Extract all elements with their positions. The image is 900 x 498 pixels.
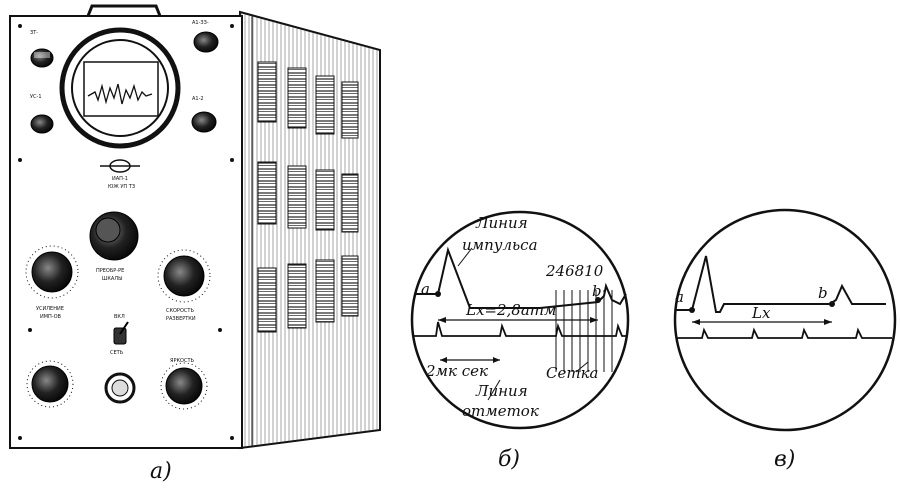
label-point-a-b: a (421, 280, 430, 298)
label-top-left-2: УС-1 (30, 94, 42, 100)
knob-top-right-2 (191, 111, 217, 133)
logo-text-1: ИАП-1 (112, 176, 128, 182)
knob-gain (25, 245, 79, 299)
label-marker-line-2: отметок (462, 402, 539, 420)
oscillogram-c: a b Lx (673, 208, 897, 432)
knob-top-left-2 (30, 114, 54, 134)
label-distance-b: Lx=2,8атм (465, 301, 556, 319)
indicator-lamp (104, 372, 136, 404)
caption-b: б) (498, 447, 520, 472)
point-b-marker-c (829, 301, 835, 307)
label-marker-line-1: Линия (475, 382, 528, 400)
impulse-trace-c (676, 255, 886, 313)
instrument-drawing: ЗТ- УС-1 А1-ЗЗ- А1-2 ИАП-1 ЮЖ УП ТЗ ПРЕО… (9, 4, 381, 450)
logo-text-2: ЮЖ УП ТЗ (108, 184, 135, 190)
label-time-scale: 2мк сек (425, 362, 488, 380)
manufacturer-logo (100, 159, 140, 173)
knob-bottom-left (26, 360, 74, 408)
label-impulse-line-2: импульса (462, 236, 538, 254)
label-point-b-c: b (818, 284, 828, 302)
label-sweep-speed-2: РАЗВЕРТКИ (166, 316, 196, 322)
caption-a: а) (150, 459, 172, 484)
label-scale-converter: ПРЕОБР-РЕ (96, 268, 124, 274)
marker-trace (412, 321, 628, 337)
knob-scale-converter (89, 211, 139, 261)
label-toggle-net: СЕТЬ (110, 350, 124, 356)
label-grid: Сетка (546, 364, 598, 382)
instrument-front-panel: ЗТ- УС-1 А1-ЗЗ- А1-2 ИАП-1 ЮЖ УП ТЗ ПРЕО… (9, 4, 243, 449)
label-top-right-2: А1-2 (192, 96, 204, 102)
knob-brightness (160, 362, 208, 410)
label-point-b-b: b (592, 282, 602, 300)
label-point-a-c: a (675, 288, 684, 306)
label-top-left-1: ЗТ- (30, 30, 38, 36)
oscillogram-b: Линия импульса 246810 a b Lx=2,8атм 2мк … (410, 210, 630, 430)
label-impulse-line-1: Линия (475, 214, 528, 232)
instrument-side-body (239, 10, 381, 450)
label-top-right-1: А1-ЗЗ- (192, 20, 209, 26)
point-b-marker (595, 297, 601, 303)
power-toggle (113, 321, 129, 345)
caption-c: в) (774, 447, 795, 472)
label-brightness: ЯРКОСТЬ (170, 358, 195, 364)
point-a-marker-c (689, 307, 695, 313)
knob-top-left (30, 48, 54, 68)
knob-top-right (193, 31, 219, 53)
label-distance-c: Lx (751, 304, 771, 322)
crt-screen (59, 27, 181, 149)
label-grid-numbers: 246810 (545, 262, 604, 280)
label-sweep-speed: СКОРОСТЬ (166, 308, 194, 314)
point-a-marker (435, 291, 441, 297)
knob-sweep-speed (157, 249, 211, 303)
label-toggle-on: ВКЛ (114, 314, 125, 320)
label-gain: УСИЛЕНИЕ (36, 306, 64, 312)
marker-trace-c (676, 327, 892, 339)
label-gain-2: ИМП-ОВ (40, 314, 62, 320)
label-scale-converter-2: ШКАЛЫ (102, 276, 123, 282)
vent-grilles (257, 61, 359, 333)
